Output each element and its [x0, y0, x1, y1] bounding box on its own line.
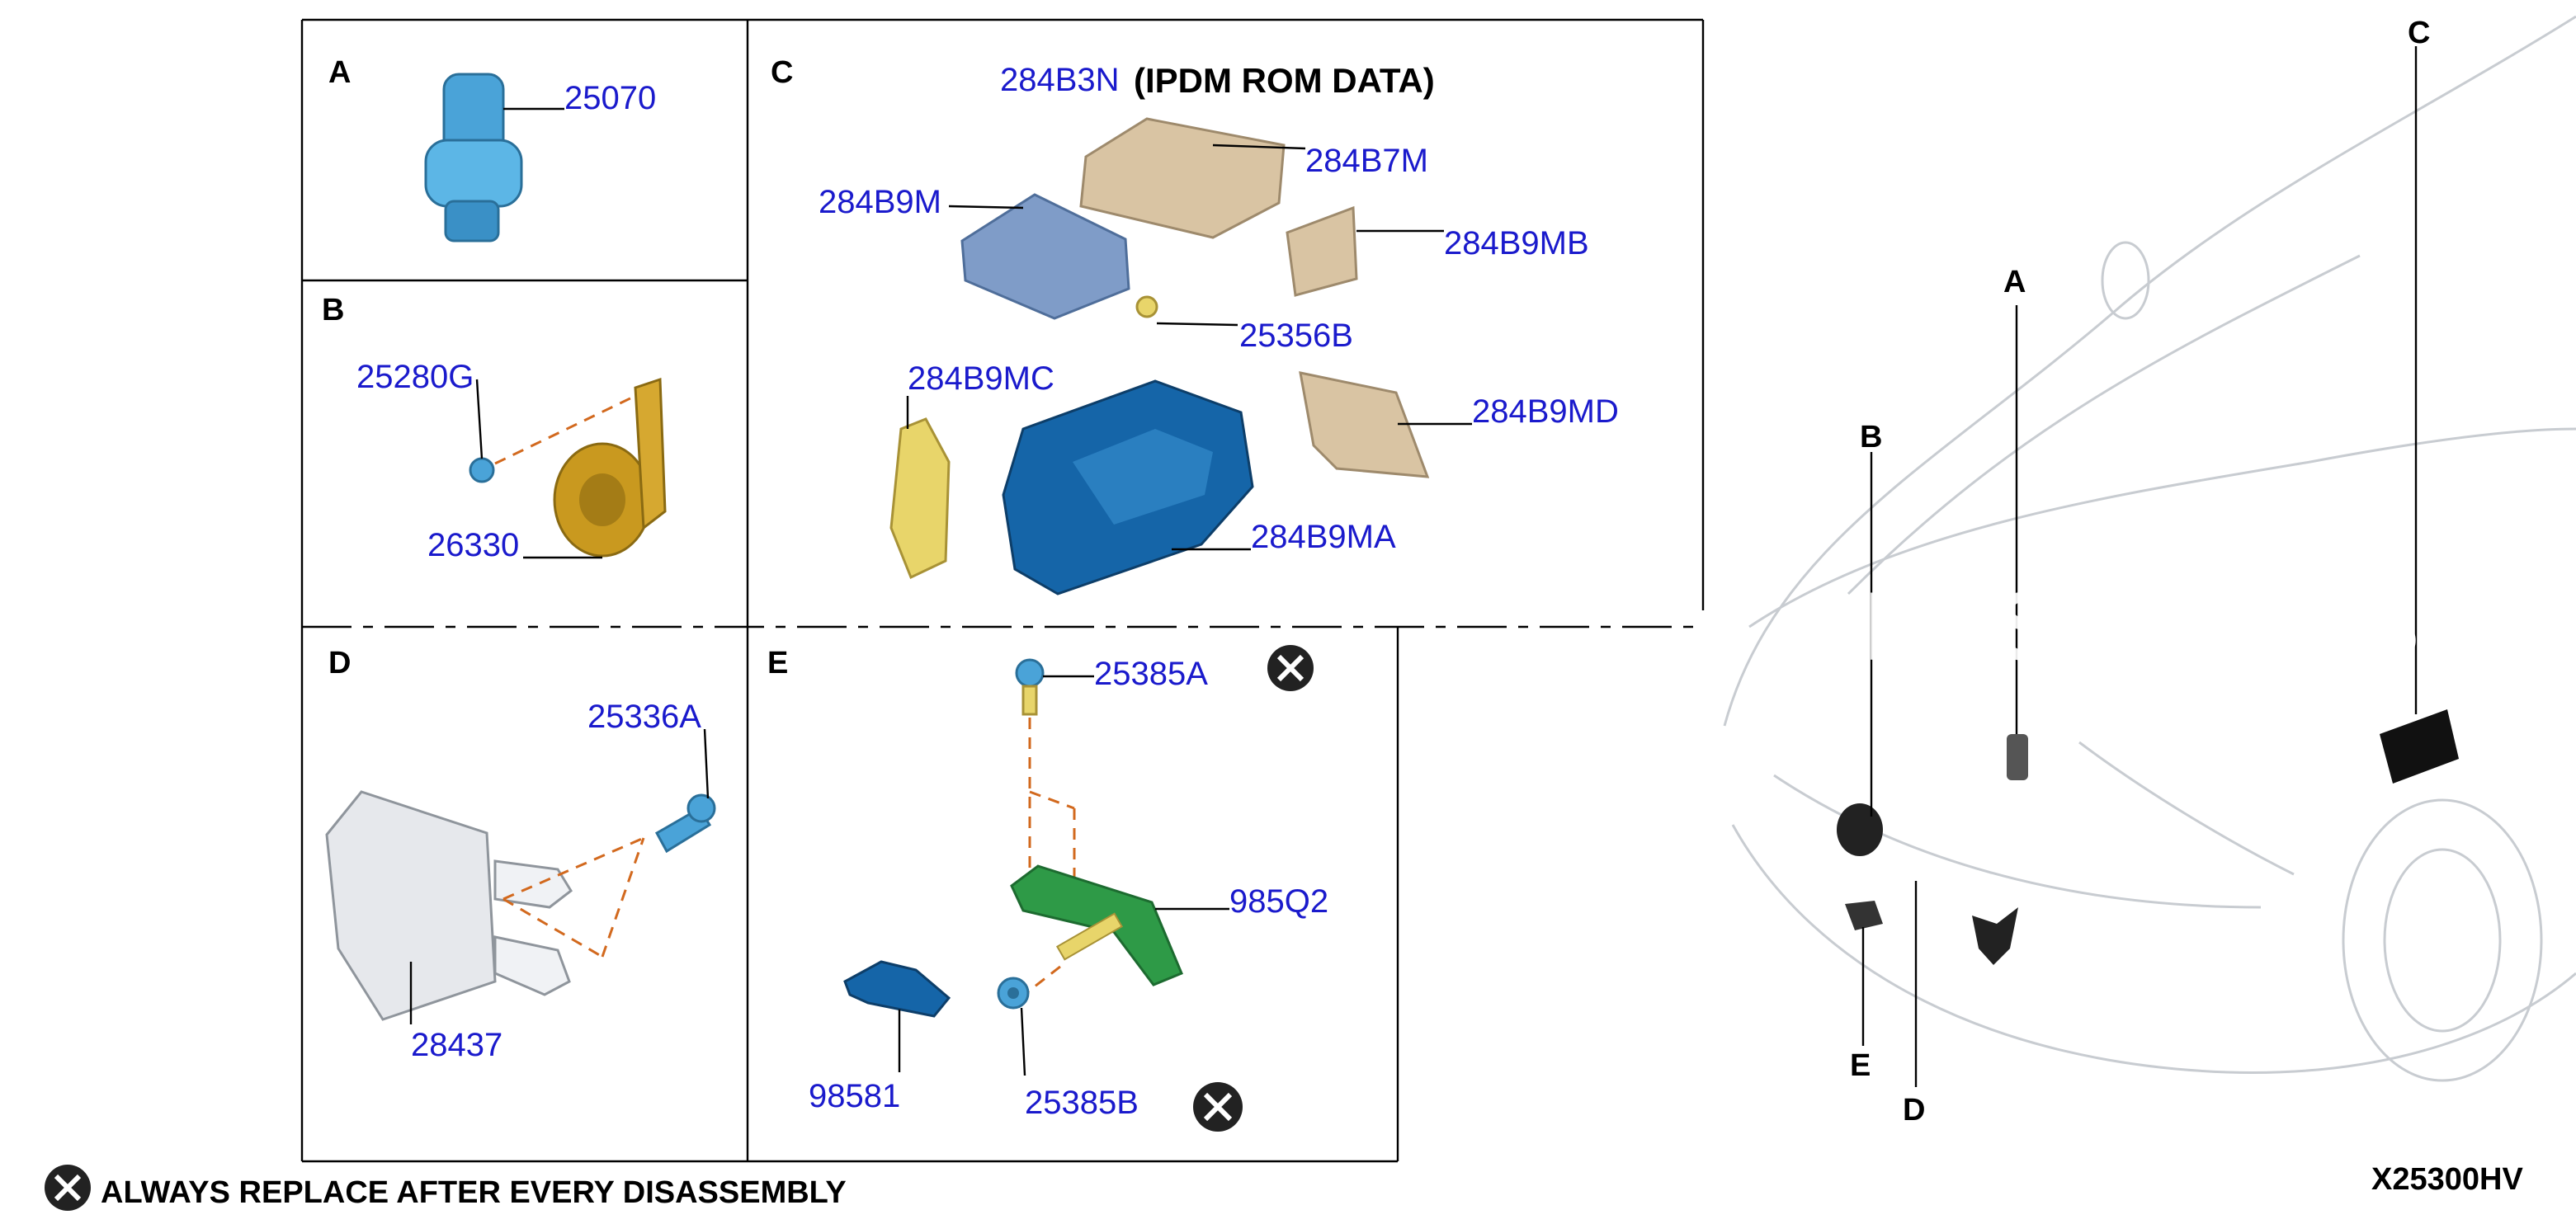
- part-284b9md-drawing: [1299, 371, 1430, 478]
- part-25385a-drawing: [1015, 658, 1045, 716]
- vehicle-callout-d: D: [1903, 1093, 1925, 1127]
- part-284b9m-drawing: [960, 193, 1130, 320]
- always-replace-note: ALWAYS REPLACE AFTER EVERY DISASSEMBLY: [101, 1175, 847, 1210]
- vehicle-illustration: [1723, 15, 2576, 1082]
- part-number-25385a[interactable]: 25385A: [1094, 656, 1208, 692]
- vehicle-callout-b: B: [1860, 420, 1882, 454]
- part-number-284b7m[interactable]: 284B7M: [1305, 143, 1428, 179]
- part-number-25280g[interactable]: 25280G: [356, 359, 474, 395]
- part-26330-drawing: [553, 377, 667, 558]
- vehicle-callout-e: E: [1850, 1048, 1871, 1083]
- part-number-284b9mb[interactable]: 284B9MB: [1444, 225, 1589, 261]
- part-284b9ma-drawing: [1002, 379, 1254, 596]
- part-number-26330[interactable]: 26330: [427, 527, 519, 563]
- vehicle-callout-c: C: [2408, 16, 2430, 50]
- part-number-284b9m[interactable]: 284B9M: [819, 184, 941, 220]
- vehicle-part-marker-a: [2007, 734, 2028, 780]
- part-number-25336a[interactable]: 25336A: [587, 699, 701, 735]
- part-284b7m-drawing: [1079, 117, 1286, 239]
- vehicle-part-marker-c: [2380, 709, 2459, 784]
- ipdm-rom-data-note: (IPDM ROM DATA): [1134, 61, 1435, 100]
- part-number-25385b[interactable]: 25385B: [1025, 1085, 1139, 1121]
- part-25280g-drawing: [469, 457, 495, 483]
- part-28437-drawing: [325, 790, 573, 1021]
- part-number-284b9md[interactable]: 284B9MD: [1472, 393, 1619, 430]
- section-label-c: C: [771, 55, 793, 90]
- part-284b9mb-drawing: [1286, 205, 1358, 297]
- section-label-e: E: [767, 646, 788, 680]
- vehicle-part-marker-e: [1845, 901, 1883, 930]
- always-replace-icon: [1193, 1082, 1243, 1132]
- diagram-code: X25300HV: [2371, 1162, 2523, 1197]
- vehicle-part-marker-b: [1837, 803, 1883, 856]
- part-25385b-drawing: [997, 977, 1030, 1010]
- part-number-284b3n[interactable]: 284B3N: [1000, 62, 1120, 98]
- always-replace-legend-icon: [45, 1165, 91, 1211]
- always-replace-icon: [1267, 645, 1314, 691]
- watermark: ARTSTORE.SA: [1794, 572, 2490, 681]
- part-98581-drawing: [843, 960, 951, 1018]
- part-number-25356b[interactable]: 25356B: [1239, 318, 1353, 354]
- vehicle-callout-a: A: [2003, 265, 2026, 299]
- part-number-98581[interactable]: 98581: [809, 1078, 900, 1114]
- section-label-a: A: [328, 55, 351, 90]
- section-label-d: D: [328, 646, 351, 680]
- section-label-b: B: [322, 293, 344, 327]
- part-25336a-drawing: [654, 793, 716, 854]
- part-number-28437[interactable]: 28437: [411, 1027, 502, 1063]
- part-284b9mc-drawing: [889, 417, 951, 580]
- section-frames: [300, 18, 1705, 1163]
- part-25356b-drawing: [1135, 295, 1158, 318]
- part-number-284b9ma[interactable]: 284B9MA: [1251, 519, 1396, 555]
- vehicle-part-marker-d: [1972, 907, 2018, 965]
- part-number-25070[interactable]: 25070: [564, 80, 656, 116]
- part-25070-drawing: [424, 73, 523, 242]
- part-number-284b9mc[interactable]: 284B9MC: [908, 360, 1054, 397]
- part-number-985q2[interactable]: 985Q2: [1229, 883, 1328, 920]
